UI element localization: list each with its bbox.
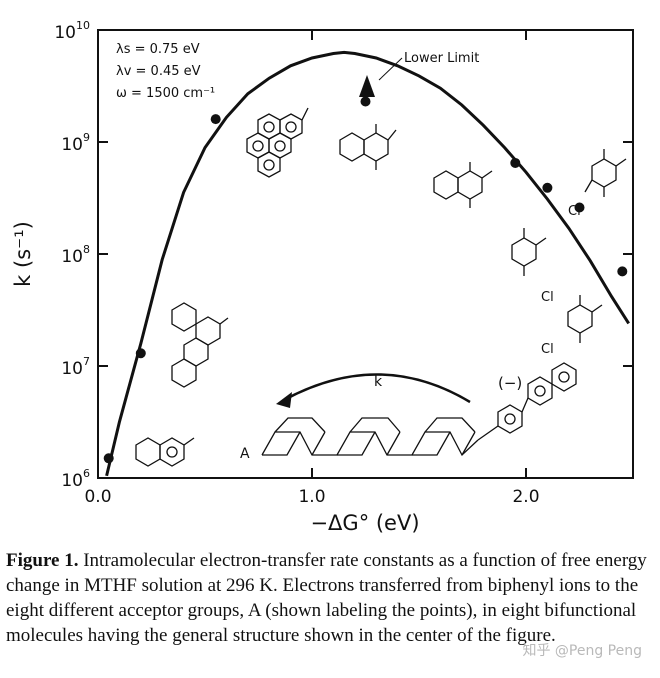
- theory-curve: [105, 50, 630, 477]
- x-tick-labels: 0.0 1.0 2.0: [84, 487, 539, 507]
- param-omega: ω = 1500 cm⁻¹: [116, 86, 215, 101]
- lower-limit-arrow-icon: [359, 75, 375, 97]
- data-point: [135, 348, 146, 359]
- y-tick-label: 108: [61, 243, 90, 267]
- data-point: [617, 266, 628, 277]
- donor-charge-label: (−): [498, 374, 522, 392]
- chloro-cyclohexanedione-structure-icon: Cl: [568, 149, 627, 219]
- data-point: [510, 157, 521, 168]
- x-tick-label: 1.0: [298, 487, 325, 507]
- x-axis-label: −ΔG° (eV): [310, 511, 419, 535]
- data-point: [103, 453, 114, 464]
- data-point: [210, 114, 221, 125]
- figure-caption: Figure 1. Intramolecular electron-transf…: [6, 548, 654, 648]
- param-lambda-s: λs = 0.75 eV: [116, 42, 200, 57]
- lower-limit-annotation: Lower Limit: [359, 51, 479, 97]
- bifunctional-molecule-diagram: [261, 362, 577, 457]
- data-point: [360, 96, 371, 107]
- axis-ticks: [97, 29, 633, 479]
- dichloro-cyclohexanedione-structure-icon: Cl Cl: [541, 290, 603, 357]
- lower-limit-label: Lower Limit: [404, 51, 479, 66]
- x-tick-label: 2.0: [512, 487, 539, 507]
- watermark: 知乎 @Peng Peng: [522, 643, 642, 659]
- transfer-arrow-icon: [276, 392, 292, 408]
- parameter-legend: λs = 0.75 eV λv = 0.45 eV ω = 1500 cm⁻¹: [116, 42, 215, 101]
- y-tick-labels: 106 107 108 109 1010: [54, 19, 90, 491]
- acceptor-label: A: [240, 446, 250, 462]
- rate-vs-free-energy-chart: 106 107 108 109 1010 0.0 1.0 2.0 −ΔG° (eV) k (…: [11, 19, 634, 535]
- param-lambda-v: λv = 0.45 eV: [116, 64, 201, 79]
- cyclohexanedione-structure-icon: [511, 228, 547, 276]
- caption-text: Intramolecular electron-transfer rate co…: [6, 550, 647, 646]
- pyrene-structure-icon: [246, 107, 309, 178]
- y-tick-label: 106: [61, 467, 90, 491]
- cl-label: Cl: [541, 342, 554, 357]
- cl-label: Cl: [568, 204, 581, 219]
- figure-label: Figure 1.: [6, 550, 79, 571]
- decalindione-structure-icon: [339, 124, 397, 170]
- naphthoquinone-structure-icon: [433, 162, 493, 208]
- y-tick-label: 109: [61, 131, 90, 155]
- cl-label: Cl: [541, 290, 554, 305]
- lower-limit-pointer: [378, 57, 403, 81]
- y-tick-label: 1010: [54, 19, 90, 43]
- chrysene-structure-icon: [171, 302, 229, 388]
- data-point: [542, 182, 553, 193]
- data-points: [103, 96, 628, 464]
- data-point: [574, 202, 585, 213]
- x-tick-label: 0.0: [84, 487, 111, 507]
- y-tick-label: 107: [61, 355, 90, 379]
- y-axis-label: k (s⁻¹): [11, 221, 35, 287]
- naphthalene-structure-icon: [135, 437, 195, 467]
- arrow-label-k: k: [374, 374, 383, 390]
